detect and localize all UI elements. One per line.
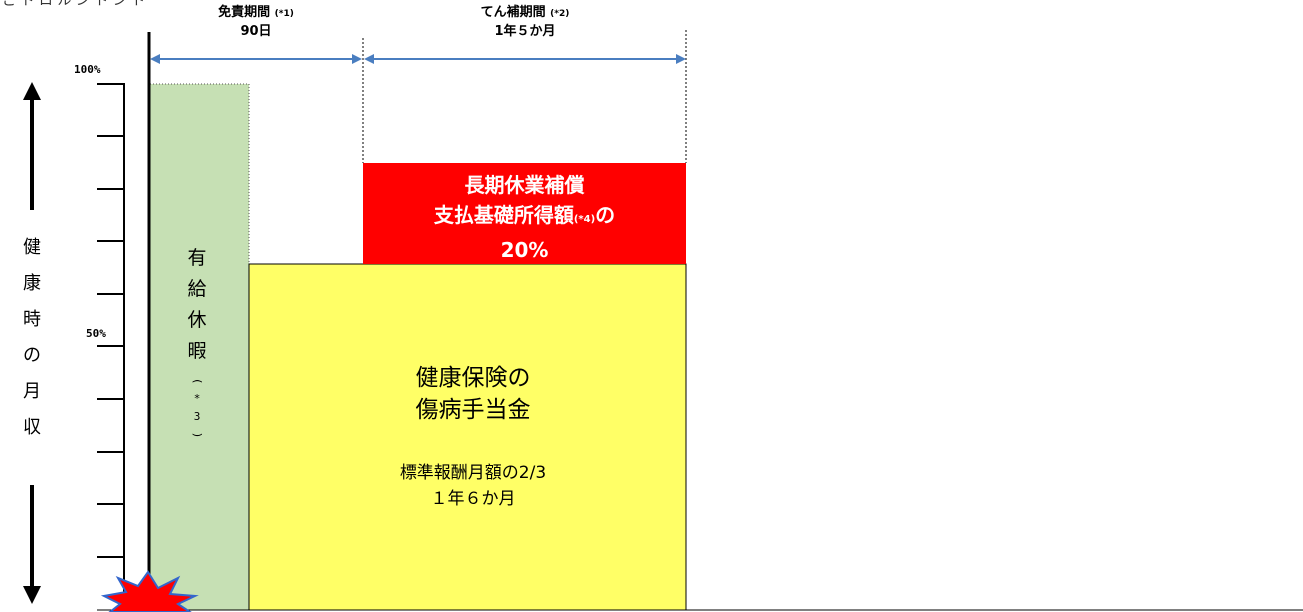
long-term-line2-suffix: の <box>595 203 616 227</box>
health-line4: １年６か月 <box>430 489 516 509</box>
long-term-line2-main: 支払基礎所得額 <box>433 203 574 227</box>
long-term-line2-note: (*4) <box>573 214 596 225</box>
health-benefit-detail: 標準報酬月額の2/3 １年６か月 <box>333 460 613 512</box>
top-caption: こ ト ロ ル ン ト ン ト <box>2 0 146 9</box>
supplement-period-title: てん補期間 <box>480 5 546 20</box>
supplement-period-note: (*2) <box>550 9 570 19</box>
long-term-line1: 長期休業補償 <box>464 173 585 197</box>
paid-leave-char: 休 <box>187 309 207 331</box>
exempt-period-arrow <box>150 54 362 64</box>
supplement-period-header: てん補期間 (*2) 1年５か月 <box>380 4 670 40</box>
y-axis-char: 時 <box>23 309 41 330</box>
pct-100-label: 100% <box>74 63 101 76</box>
y-axis-char: 月 <box>23 381 41 402</box>
paid-leave-note-char: ) <box>191 431 204 439</box>
paid-leave-note: ( * 3 ) <box>190 372 204 444</box>
paid-leave-note-char: 3 <box>193 410 201 423</box>
paid-leave-char: 給 <box>187 278 207 300</box>
health-benefit-block <box>248 263 687 611</box>
long-term-block <box>363 163 686 264</box>
health-line3: 標準報酬月額の2/3 <box>399 463 547 483</box>
y-axis-char: 健 <box>23 237 41 258</box>
supplement-period-duration: 1年５か月 <box>494 24 556 39</box>
paid-leave-note-char: ( <box>191 377 204 385</box>
health-line2: 傷病手当金 <box>415 397 531 423</box>
y-axis-char: 収 <box>23 417 41 438</box>
y-axis-char: の <box>23 345 41 366</box>
exempt-period-note: (*1) <box>274 9 294 19</box>
exempt-period-header: 免責期間 (*1) 90日 <box>156 4 356 40</box>
paid-leave-char: 有 <box>187 247 207 269</box>
exempt-period-title: 免責期間 <box>218 5 271 20</box>
health-line1: 健康保険の <box>415 365 531 391</box>
down-arrow-icon <box>23 485 41 604</box>
health-benefit-label: 健康保険の 傷病手当金 <box>363 362 583 426</box>
supplement-period-arrow <box>364 54 686 64</box>
paid-leave-note-char: * <box>193 392 201 405</box>
exempt-period-duration: 90日 <box>240 24 272 39</box>
pct-50-label: 50% <box>86 327 106 340</box>
y-axis-char: 康 <box>23 273 41 294</box>
long-term-line3: 20% <box>500 238 549 262</box>
starburst-icon <box>100 570 199 612</box>
paid-leave-char: 暇 <box>187 340 207 362</box>
long-term-label: 長期休業補償 支払基礎所得額(*4)の 20% <box>363 170 686 265</box>
paid-leave-block <box>150 84 249 610</box>
y-axis-label: 健 康 時 の 月 収 <box>20 230 44 446</box>
tick-marks <box>97 83 125 558</box>
up-arrow-icon <box>23 82 41 210</box>
paid-leave-label: 有 給 休 暇 <box>182 243 212 367</box>
